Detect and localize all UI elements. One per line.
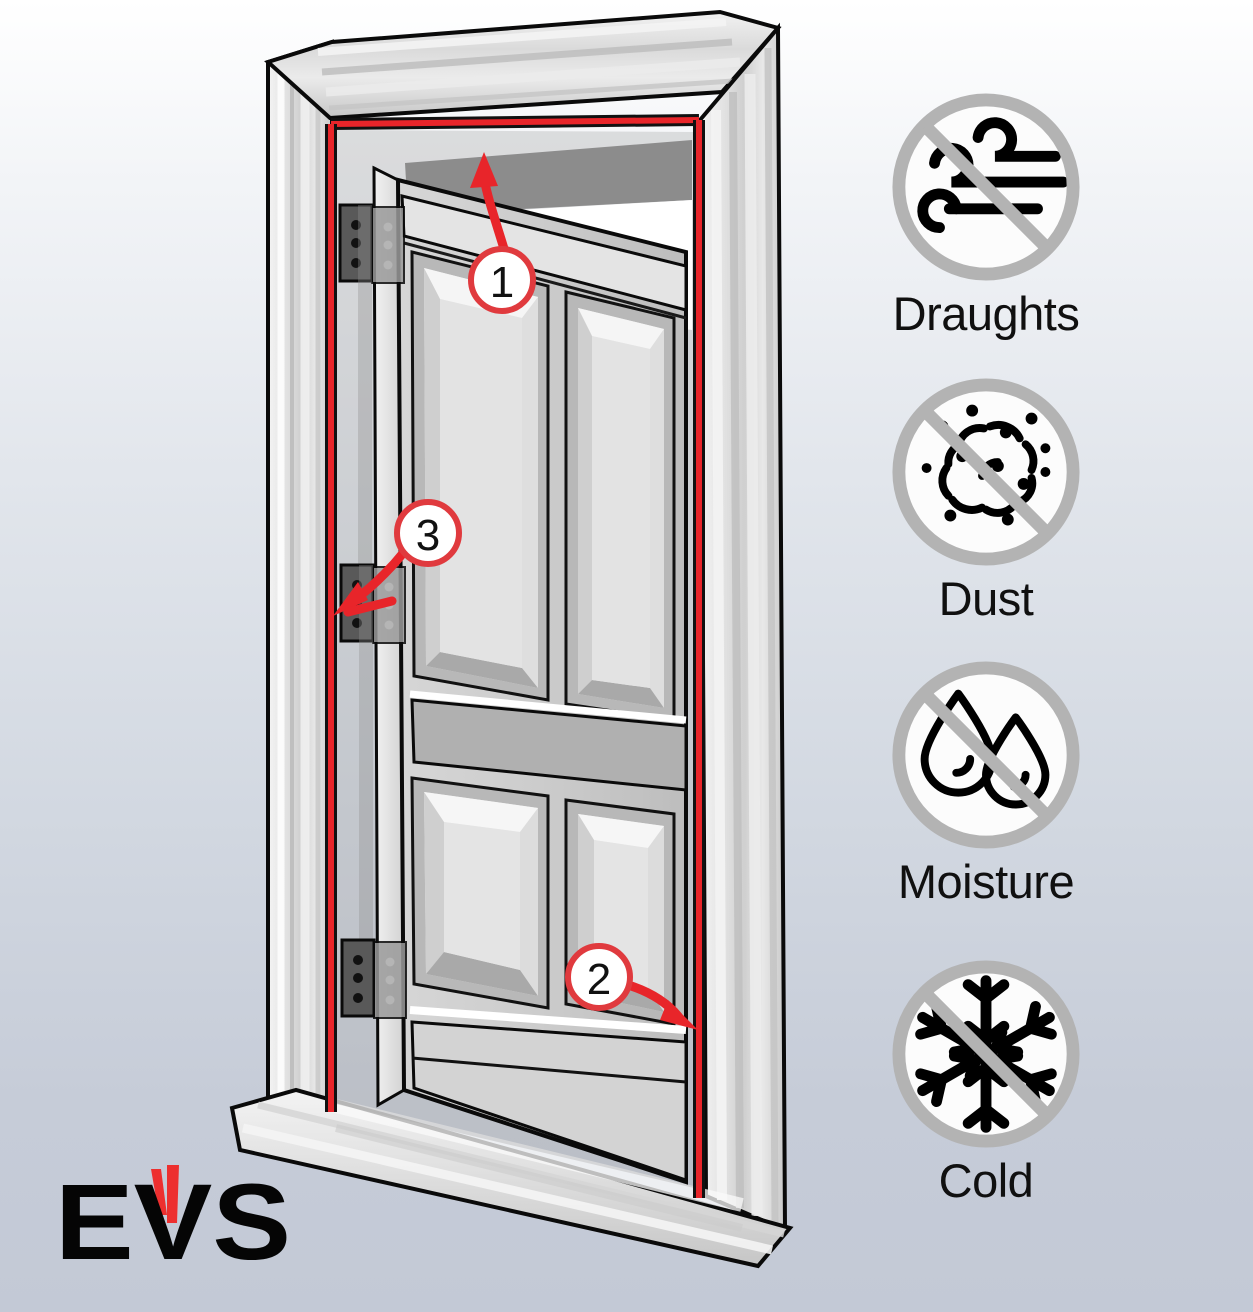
weatherseal-strip [325,114,705,1198]
benefit-label-draughts: Draughts [892,287,1080,340]
callout-3: 3 [333,499,462,617]
frame-sill [229,1087,794,1269]
callout-1-number: 1 [490,258,514,307]
no-wind-icon [892,93,1080,281]
benefit-moisture: Moisture [852,656,1120,905]
evs-logo-text: EVS [55,1163,291,1273]
callout-2-number: 2 [587,955,611,1004]
benefit-draughts: Draughts [852,88,1120,337]
frame-right-architrave [697,22,788,1234]
benefit-cold: Cold [852,955,1120,1204]
callout-3-number: 3 [416,511,440,560]
evs-logo-accent [151,1165,179,1223]
door-slab [372,165,688,1185]
hinge-bottom [340,938,407,1019]
benefits-list: Draughts [852,88,1120,1228]
benefit-label-cold: Cold [938,1154,1034,1207]
hinge-top [338,203,405,605]
benefit-label-dust: Dust [938,572,1034,625]
callout-1: 1 [468,152,536,314]
frame-left-architrave [266,39,334,1135]
no-moisture-icon [892,661,1080,849]
no-cold-icon [892,960,1080,1148]
no-dust-icon [892,378,1080,566]
evs-logo: EVS [55,1163,291,1273]
frame-head-architrave [264,9,782,121]
benefit-label-moisture: Moisture [897,855,1075,908]
benefit-dust: Dust [852,373,1120,622]
callout-2: 2 [565,943,698,1030]
